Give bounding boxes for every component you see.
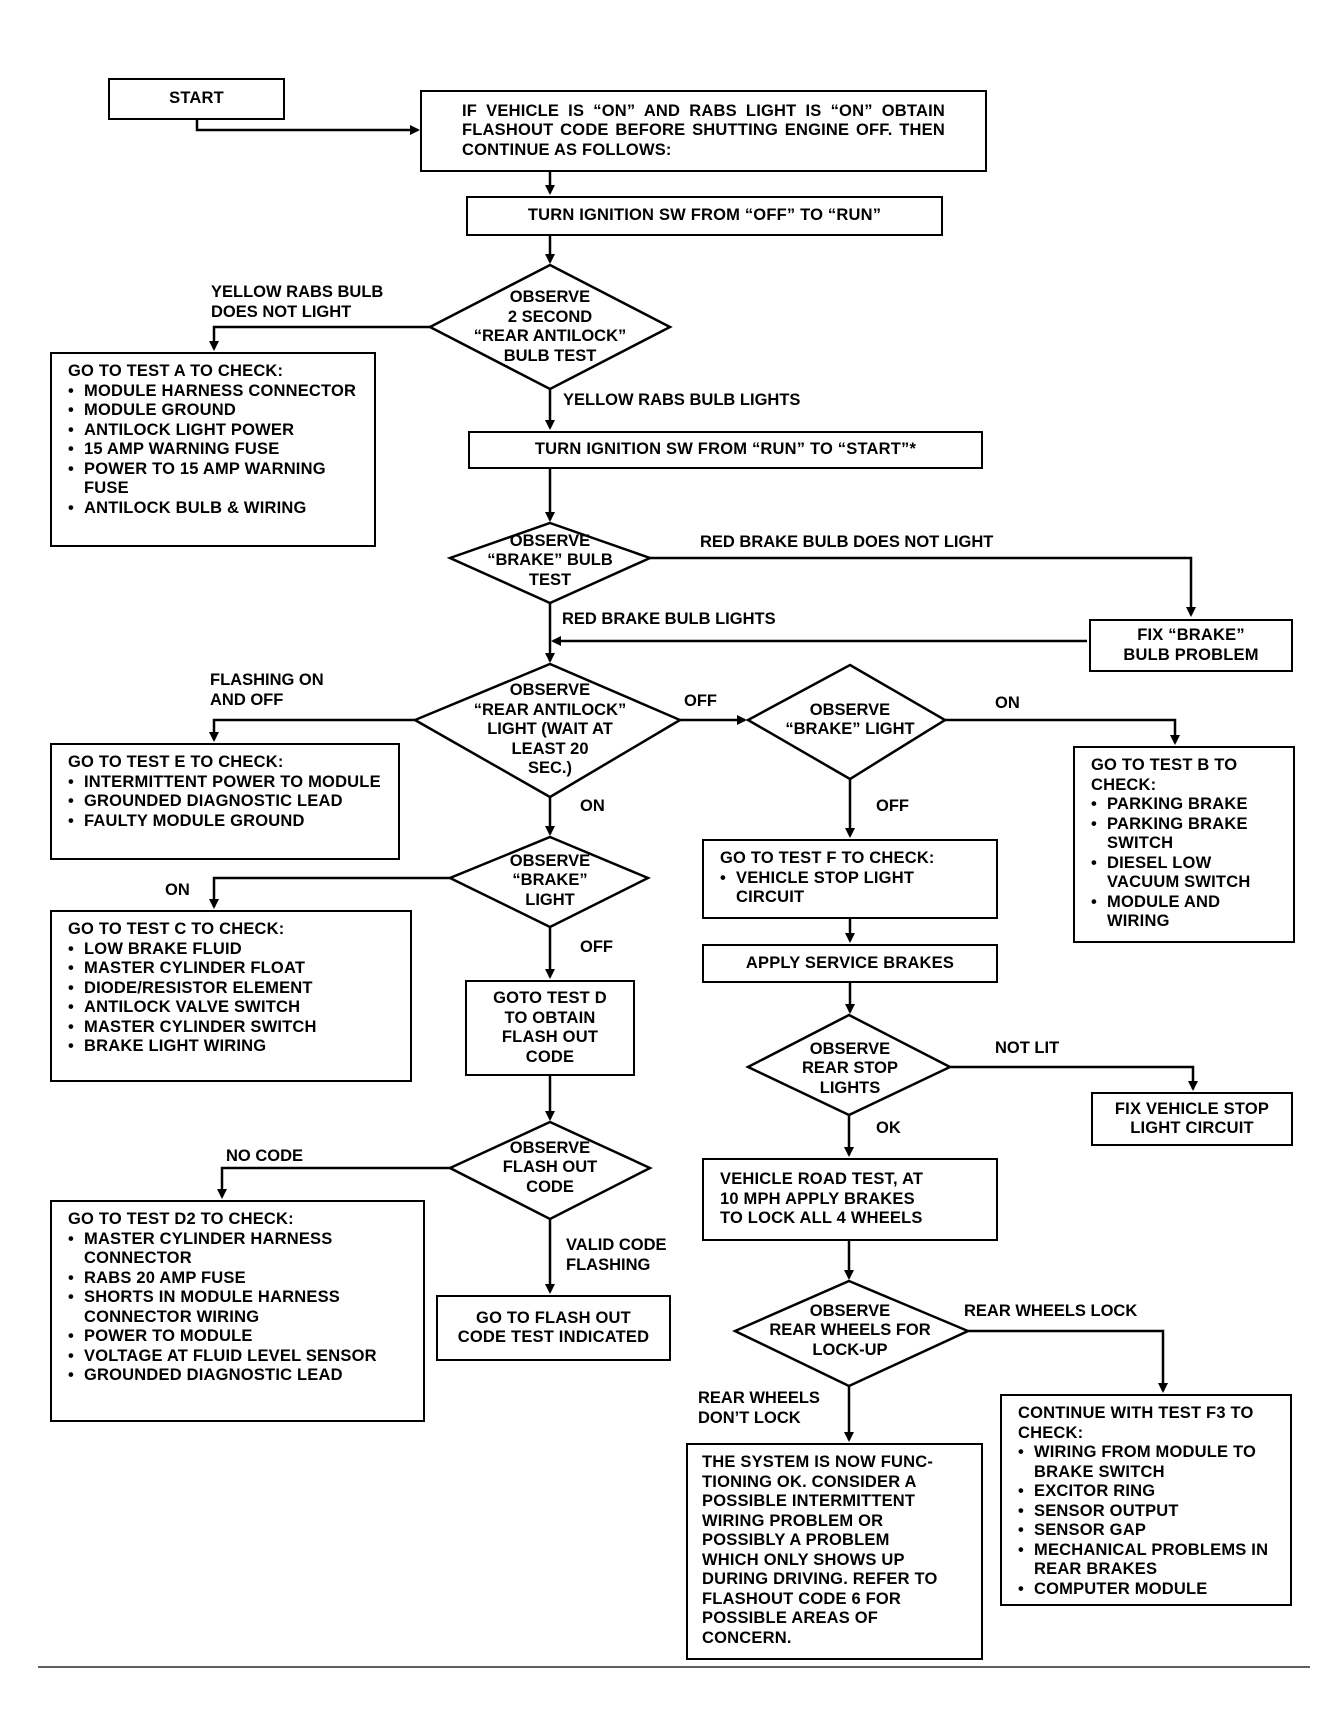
test-f3-item: SENSOR GAP <box>1018 1521 1280 1541</box>
edge-label-flashing: FLASHING ON AND OFF <box>210 671 324 709</box>
test-a-item: ANTILOCK BULB & WIRING <box>68 499 364 519</box>
edge-label-not-lit: NOT LIT <box>995 1039 1060 1057</box>
flash-out-test-box: GO TO FLASH OUT CODE TEST INDICATED <box>436 1295 671 1361</box>
test-b-heading: GO TO TEST B TO CHECK: <box>1091 756 1238 794</box>
test-f3-item: MECHANICAL PROBLEMS IN REAR BRAKES <box>1018 1541 1280 1580</box>
edge-label-off-2: OFF <box>876 797 909 815</box>
decision-rear-antilock-text: OBSERVE “REAR ANTILOCK” LIGHT (WAIT AT L… <box>473 681 627 778</box>
ignition-run-box: TURN IGNITION SW FROM “OFF” TO “RUN” <box>466 196 943 236</box>
test-e-box: GO TO TEST E TO CHECK: INTERMITTENT POWE… <box>50 743 400 860</box>
decision-rear-stop-text: OBSERVE REAR STOP LIGHTS <box>802 1039 898 1097</box>
edge-label-yellow-not-light: YELLOW RABS BULB DOES NOT LIGHT <box>211 283 384 321</box>
ignition-start-box: TURN IGNITION SW FROM “RUN” TO “START”* <box>468 431 983 469</box>
edge-label-valid-code: VALID CODE FLASHING <box>566 1236 667 1274</box>
test-d2-item: MASTER CYLINDER HARNESS CONNECTOR <box>68 1230 413 1269</box>
test-a-item: MODULE GROUND <box>68 401 364 421</box>
test-b-item: PARKING BRAKE SWITCH <box>1091 815 1283 854</box>
test-f-heading: GO TO TEST F TO CHECK: <box>720 849 935 867</box>
decision-rear-wheels-text: OBSERVE REAR WHEELS FOR LOCK-UP <box>769 1301 931 1359</box>
edge-label-wheels-lock: REAR WHEELS LOCK <box>964 1302 1138 1320</box>
edge-label-no-code: NO CODE <box>226 1147 304 1165</box>
system-ok-box: THE SYSTEM IS NOW FUNC- TIONING OK. CONS… <box>686 1443 983 1660</box>
test-c-heading: GO TO TEST C TO CHECK: <box>68 920 285 938</box>
decision-brake-bulb-text: OBSERVE “BRAKE” BULB TEST <box>487 531 613 589</box>
test-f3-heading: CONTINUE WITH TEST F3 TO CHECK: <box>1018 1404 1254 1442</box>
test-e-item: GROUNDED DIAGNOSTIC LEAD <box>68 792 388 812</box>
test-b-item: MODULE AND WIRING <box>1091 893 1283 932</box>
test-e-heading: GO TO TEST E TO CHECK: <box>68 753 284 771</box>
test-c-item: MASTER CYLINDER SWITCH <box>68 1018 400 1038</box>
edge-label-on-1: ON <box>995 694 1020 712</box>
test-f3-box: CONTINUE WITH TEST F3 TO CHECK: WIRING F… <box>1000 1394 1292 1606</box>
test-f-box: GO TO TEST F TO CHECK: VEHICLE STOP LIGH… <box>702 839 998 919</box>
test-d-box: GOTO TEST D TO OBTAIN FLASH OUT CODE <box>465 980 635 1076</box>
test-d2-item: RABS 20 AMP FUSE <box>68 1269 413 1289</box>
edge-label-on-2: ON <box>580 797 605 815</box>
test-d2-box: GO TO TEST D2 TO CHECK: MASTER CYLINDER … <box>50 1200 425 1422</box>
start-box: START <box>108 78 285 120</box>
test-b-item: PARKING BRAKE <box>1091 795 1283 815</box>
test-f3-item: WIRING FROM MODULE TO BRAKE SWITCH <box>1018 1443 1280 1482</box>
fix-brake-box: FIX “BRAKE” BULB PROBLEM <box>1089 619 1293 672</box>
test-a-heading: GO TO TEST A TO CHECK: <box>68 362 284 380</box>
test-d2-heading: GO TO TEST D2 TO CHECK: <box>68 1210 294 1228</box>
test-d2-item: GROUNDED DIAGNOSTIC LEAD <box>68 1366 413 1386</box>
test-f3-item: SENSOR OUTPUT <box>1018 1502 1280 1522</box>
decision-brake-light-right-text: OBSERVE “BRAKE” LIGHT <box>785 700 915 739</box>
test-d2-item: SHORTS IN MODULE HARNESS CONNECTOR WIRIN… <box>68 1288 413 1327</box>
test-e-item: INTERMITTENT POWER TO MODULE <box>68 773 388 793</box>
edge-label-off-1: OFF <box>684 692 717 710</box>
edge-label-wheels-dont-lock: REAR WHEELS DON’T LOCK <box>698 1389 820 1427</box>
test-d2-item: VOLTAGE AT FLUID LEVEL SENSOR <box>68 1347 413 1367</box>
road-test-box: VEHICLE ROAD TEST, AT 10 MPH APPLY BRAKE… <box>702 1158 998 1241</box>
decision-bulb-test-text: OBSERVE 2 SECOND “REAR ANTILOCK” BULB TE… <box>473 288 627 365</box>
test-a-item: 15 AMP WARNING FUSE <box>68 440 364 460</box>
decision-flash-code-text: OBSERVE FLASH OUT CODE <box>502 1138 598 1196</box>
test-f3-item: COMPUTER MODULE <box>1018 1580 1280 1600</box>
edge-label-ok: OK <box>876 1119 901 1137</box>
test-c-item: BRAKE LIGHT WIRING <box>68 1037 400 1057</box>
test-e-item: FAULTY MODULE GROUND <box>68 812 388 832</box>
apply-brakes-box: APPLY SERVICE BRAKES <box>702 944 998 983</box>
test-f-item: VEHICLE STOP LIGHT CIRCUIT <box>720 869 986 908</box>
test-d2-item: POWER TO MODULE <box>68 1327 413 1347</box>
fix-stop-box: FIX VEHICLE STOP LIGHT CIRCUIT <box>1091 1092 1293 1146</box>
test-c-item: MASTER CYLINDER FLOAT <box>68 959 400 979</box>
test-a-item: POWER TO 15 AMP WARNING FUSE <box>68 460 364 499</box>
test-a-item: ANTILOCK LIGHT POWER <box>68 421 364 441</box>
test-f3-item: EXCITOR RING <box>1018 1482 1280 1502</box>
test-a-item: MODULE HARNESS CONNECTOR <box>68 382 364 402</box>
test-b-item: DIESEL LOW VACUUM SWITCH <box>1091 854 1283 893</box>
edge-label-on-3: ON <box>165 881 190 899</box>
test-b-box: GO TO TEST B TO CHECK: PARKING BRAKE PAR… <box>1073 746 1295 943</box>
test-c-item: DIODE/RESISTOR ELEMENT <box>68 979 400 999</box>
edge-label-red-lights: RED BRAKE BULB LIGHTS <box>562 610 776 628</box>
decision-brake-light-center-text: OBSERVE “BRAKE” LIGHT <box>509 851 591 909</box>
edge-label-yellow-lights: YELLOW RABS BULB LIGHTS <box>563 391 801 409</box>
edge-label-off-3: OFF <box>580 938 613 956</box>
intro-box: IF VEHICLE IS “ON” AND RABS LIGHT IS “ON… <box>420 90 987 172</box>
test-c-box: GO TO TEST C TO CHECK: LOW BRAKE FLUID M… <box>50 910 412 1082</box>
test-a-box: GO TO TEST A TO CHECK: MODULE HARNESS CO… <box>50 352 376 547</box>
test-c-item: LOW BRAKE FLUID <box>68 940 400 960</box>
test-c-item: ANTILOCK VALVE SWITCH <box>68 998 400 1018</box>
edge-label-red-not-light: RED BRAKE BULB DOES NOT LIGHT <box>700 533 994 551</box>
